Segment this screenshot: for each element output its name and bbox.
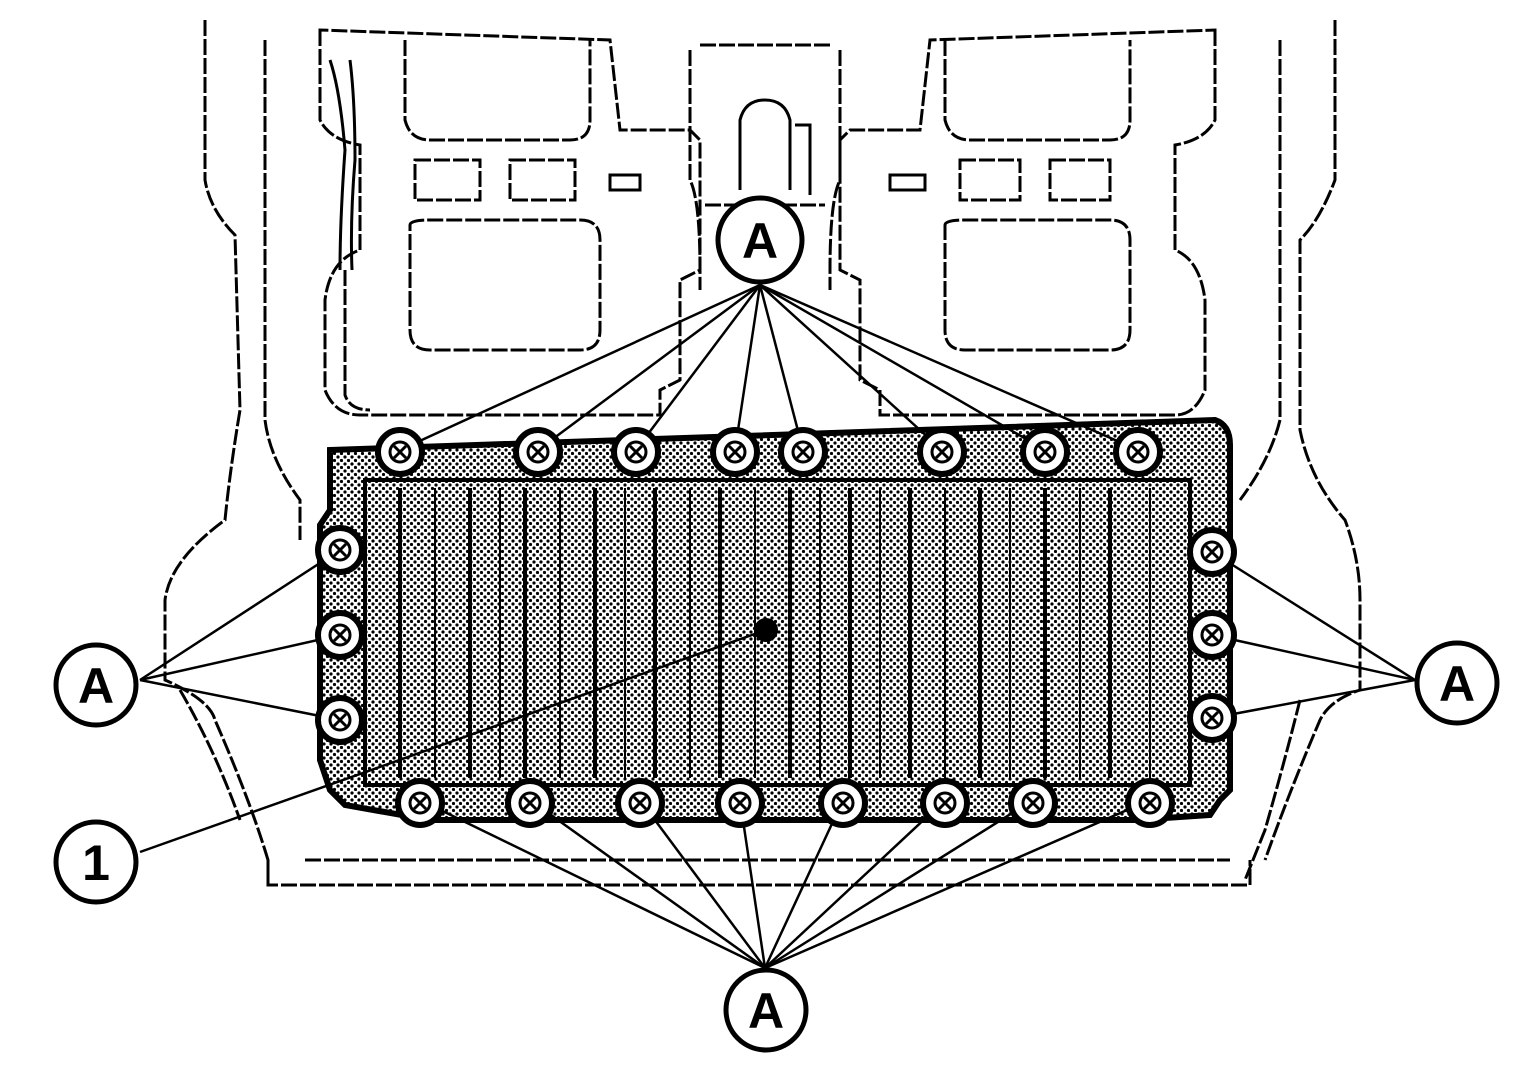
bolt-icon [315,695,365,745]
bolt-icon [505,778,555,828]
bolt-icon [818,778,868,828]
callout-top-label: A [742,213,778,269]
callout-right-label: A [1439,656,1475,712]
bolt-icon [611,427,661,477]
bolt-icon [1187,610,1237,660]
callout-top: A [715,195,805,285]
callout-left-label: A [78,658,114,714]
fastener-leader-lines [139,283,1416,970]
bolt-icon [1187,693,1237,743]
bolt-icon [917,427,967,477]
bolt-icon [920,778,970,828]
callout-right: A [1414,640,1500,726]
bolt-icon [1020,427,1070,477]
callout-left: A [53,642,139,728]
component-pointer-dot [754,618,778,642]
bolt-icon [615,778,665,828]
callout-component: 1 [53,819,139,905]
bolt-icon [315,525,365,575]
bolt-icon [710,427,760,477]
bolt-icon [1113,427,1163,477]
callout-bottom-label: A [748,983,784,1039]
bolt-icon [1187,527,1237,577]
fastener-bolts [315,427,1237,828]
callout-component-label: 1 [82,835,110,891]
bolt-icon [715,778,765,828]
bolt-icon [513,427,563,477]
cover-ribs [398,488,1151,778]
bolt-icon [315,610,365,660]
bolt-icon [1008,778,1058,828]
bolt-icon [1125,778,1175,828]
bolt-icon [375,427,425,477]
bolt-icon [778,427,828,477]
battery-cover-panel [317,416,1233,823]
bolt-icon [395,778,445,828]
callout-bottom: A [723,967,809,1053]
